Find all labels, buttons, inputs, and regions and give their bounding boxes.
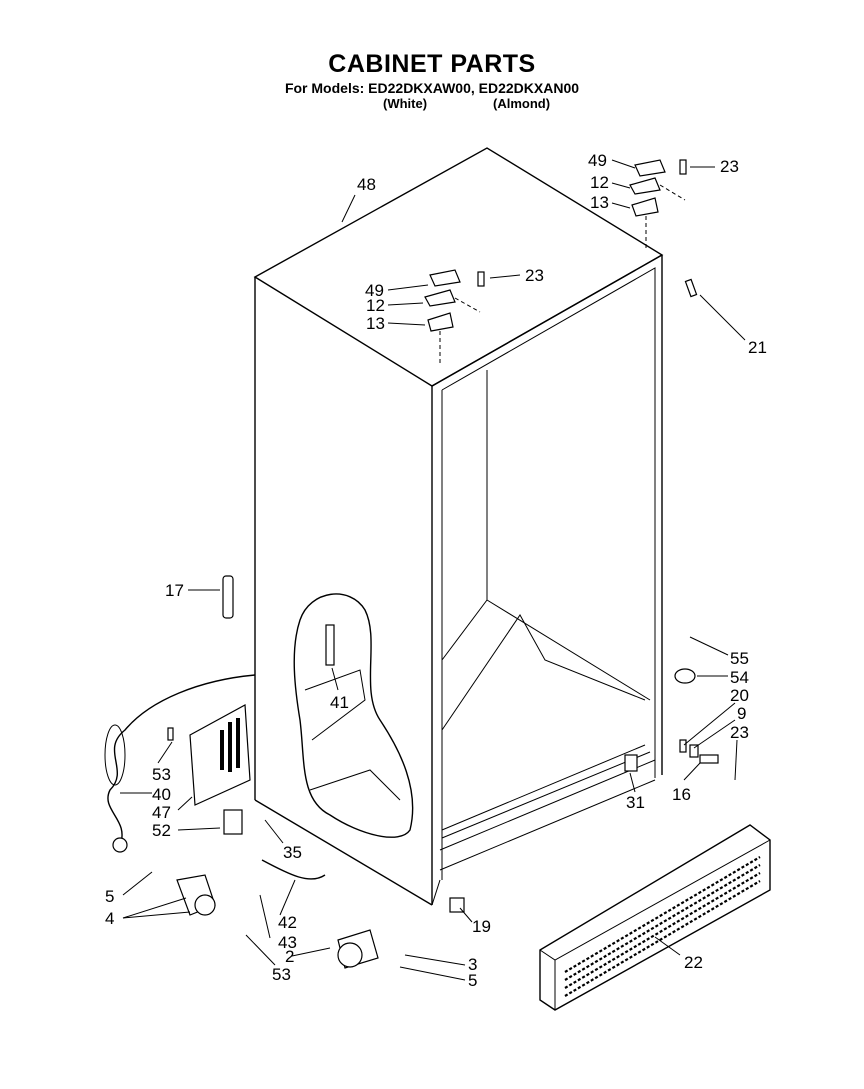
- callout-22: 22: [684, 953, 703, 972]
- callout-54: 54: [730, 668, 749, 687]
- callout-12-upper: 12: [590, 173, 609, 192]
- part-54-stop: [674, 668, 696, 684]
- color-almond-label: (Almond): [493, 96, 551, 111]
- callout-35: 35: [283, 843, 302, 862]
- callout-19: 19: [472, 917, 491, 936]
- part-53-screw: [167, 727, 174, 741]
- power-cord: [107, 674, 256, 846]
- callout-13-upper: 13: [590, 193, 609, 212]
- callout-17: 17: [165, 581, 184, 600]
- cabinet-body: [253, 147, 664, 906]
- callout-23-top: 23: [525, 266, 544, 285]
- callout-31: 31: [626, 793, 645, 812]
- callout-48: 48: [357, 175, 376, 194]
- callout-3: 3: [468, 955, 477, 974]
- part-42-tube: [261, 859, 326, 880]
- callout-47: 47: [152, 803, 171, 822]
- callout-9: 9: [737, 704, 746, 723]
- models-line: For Models: ED22DKXAW00, ED22DKXAN00: [284, 80, 580, 96]
- upper-hinge-assembly: [629, 159, 687, 250]
- part-52-bracket: [223, 809, 243, 835]
- callout-5-right: 5: [468, 971, 477, 990]
- callout-40: 40: [152, 785, 171, 804]
- part-21-clip: [684, 278, 698, 298]
- callout-23-upper: 23: [720, 157, 739, 176]
- part-31-bracket: [624, 754, 638, 772]
- callout-52: 52: [152, 821, 171, 840]
- callout-4: 4: [105, 909, 114, 928]
- callout-53-bottom: 53: [272, 965, 291, 984]
- callout-21: 21: [748, 338, 767, 357]
- callout-43: 43: [278, 933, 297, 952]
- cutaway-view: [293, 593, 414, 838]
- callout-16: 16: [672, 785, 691, 804]
- callout-55: 55: [730, 649, 749, 668]
- spring-part-41: [325, 624, 335, 666]
- callout-12-top: 12: [366, 296, 385, 315]
- callout-5-left: 5: [105, 887, 114, 906]
- callout-42: 42: [278, 913, 297, 932]
- callout-53-left: 53: [152, 765, 171, 784]
- color-white-label: (White): [383, 96, 428, 111]
- top-hinge-assembly: [424, 269, 485, 365]
- callout-49-top: 49: [365, 281, 384, 300]
- callout-13-top: 13: [366, 314, 385, 333]
- power-plug: [112, 837, 128, 853]
- callout-49-upper: 49: [588, 151, 607, 170]
- callout-20: 20: [730, 686, 749, 705]
- callout-23-side: 23: [730, 723, 749, 742]
- leader-lines: [120, 159, 746, 981]
- callout-2: 2: [285, 947, 294, 966]
- callout-41: 41: [330, 693, 349, 712]
- toe-grille: [539, 824, 771, 1011]
- page-title: CABINET PARTS: [328, 50, 536, 78]
- part-17-plug: [222, 575, 234, 619]
